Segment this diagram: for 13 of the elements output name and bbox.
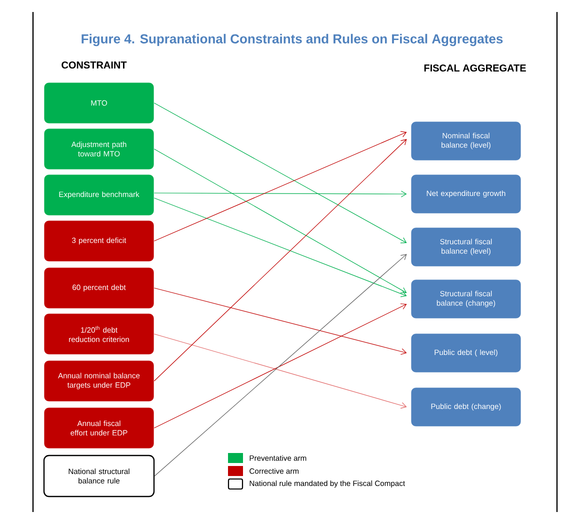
figure-title: Figure 4. Supranational Constraints and Rules on Fiscal Aggregates [82, 34, 503, 46]
arrow [154, 334, 407, 409]
arrow [154, 288, 407, 355]
arrow [154, 131, 407, 242]
arrow [154, 254, 407, 476]
column-heading: FISCAL AGGREGATE [424, 64, 526, 72]
column-heading: CONSTRAINT [62, 61, 127, 69]
arrow [154, 139, 407, 382]
arrow [154, 148, 407, 294]
arrow [154, 198, 407, 298]
arrow [154, 303, 407, 428]
arrow [154, 102, 407, 244]
arrow [154, 190, 407, 198]
